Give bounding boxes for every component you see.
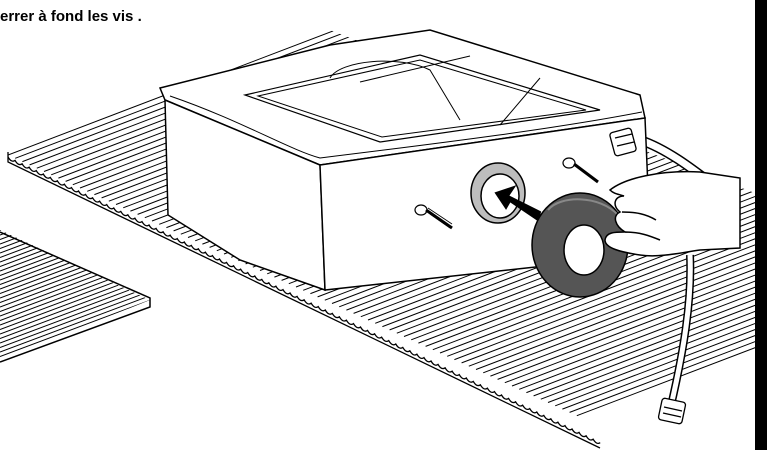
- left-board-edge: [0, 231, 151, 363]
- hand: [604, 170, 741, 257]
- ring-gasket: [531, 192, 629, 298]
- press-arrow: [494, 185, 542, 222]
- page-edge: [755, 0, 767, 450]
- screw: [414, 204, 453, 230]
- board-front-edge: [7, 156, 601, 445]
- hose-nut: [657, 397, 687, 425]
- left-board: [0, 230, 150, 357]
- instruction-text: errer à fond les vis .: [0, 8, 142, 25]
- pipe-fitting: [609, 127, 637, 157]
- screw: [562, 157, 599, 184]
